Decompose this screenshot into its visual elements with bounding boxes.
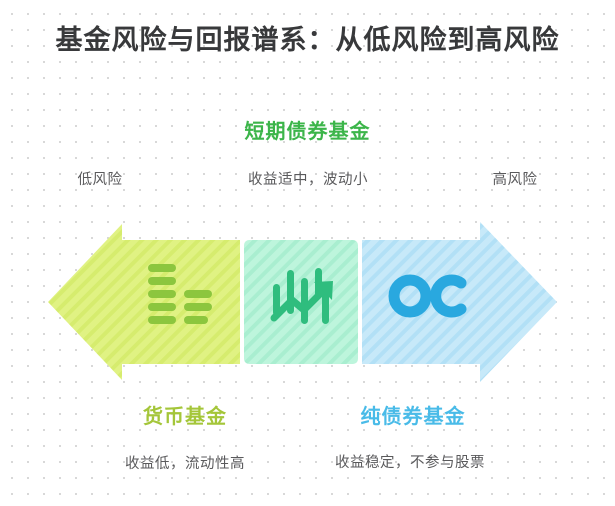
segment-pure-bond-fund [362, 222, 557, 382]
oc-letters-icon [388, 274, 467, 318]
short-term-bond-caption: 收益适中，波动小 [248, 172, 368, 188]
page-title: 基金风险与回报谱系：从低风险到高风险 [55, 25, 560, 55]
segment-heading-money-fund: 货币基金 [143, 406, 227, 428]
arrow-graphic [48, 222, 557, 382]
low-risk-label: 低风险 [77, 172, 123, 188]
segment-money-fund [48, 224, 240, 380]
money-fund-caption: 收益低，流动性高 [125, 456, 245, 472]
pure-bond-fund-caption: 收益稳定，不参与股票 [335, 455, 485, 471]
risk-spectrum-arrow [40, 212, 565, 392]
candlestick-trend-up-icon [270, 268, 333, 324]
high-risk-label: 高风险 [492, 172, 538, 188]
segment-heading-short-term-bond: 短期债券基金 [244, 121, 371, 143]
segment-heading-pure-bond-fund: 纯债券基金 [360, 406, 466, 428]
bar-list-icon [148, 264, 212, 324]
